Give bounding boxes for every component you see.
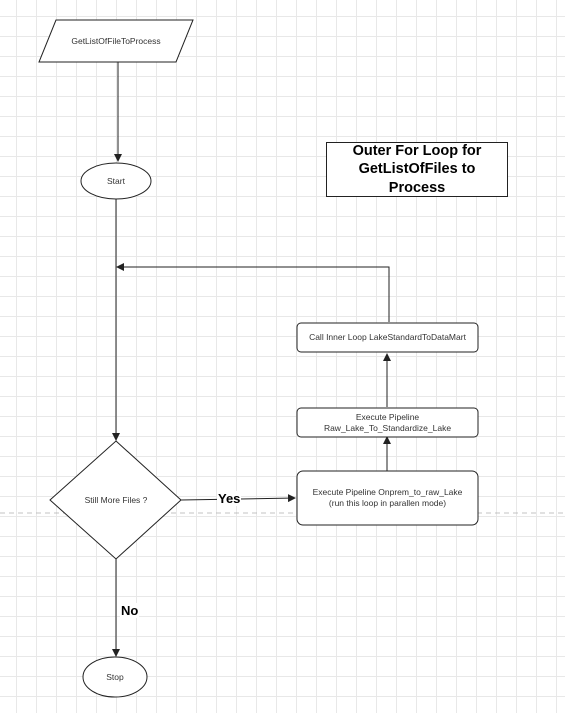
edge-loop-back (116, 263, 390, 322)
no-edge-label: No (120, 603, 140, 618)
title-line-1: Outer For Loop for (352, 143, 482, 160)
decision-label: Still More Files ? (84, 494, 148, 505)
decision-diamond[interactable] (49, 440, 182, 560)
start-label: Start (107, 175, 125, 186)
execute-raw-rect[interactable] (296, 407, 479, 438)
execute-onprem-line2: (run this loop in parallen mode) (328, 498, 447, 508)
stop-label: Stop (106, 671, 124, 682)
title-line-2: GetListOfFiles to (358, 161, 476, 178)
stop-ellipse[interactable] (82, 656, 148, 698)
execute-onprem-line1: Execute Pipeline Onprem_to_raw_Lake (312, 487, 463, 498)
execute-onprem-rect[interactable] (296, 470, 479, 526)
call-inner-label: Call Inner Loop LakeStandardToDataMart (309, 332, 466, 343)
execute-onprem-label: Execute Pipeline Onprem_to_raw_Lake (run… (297, 471, 478, 525)
call-inner-rect[interactable] (296, 322, 479, 353)
outer-loop-title-box: Outer For Loop for GetListOfFiles to Pro… (326, 142, 508, 197)
start-ellipse[interactable] (80, 162, 152, 200)
getlist-label: GetListOfFileToProcess (71, 35, 161, 46)
getlist-parallelogram[interactable] (38, 19, 194, 63)
execute-raw-line2: Raw_Lake_To_Standardize_Lake (323, 422, 452, 433)
execute-raw-line1: Execute Pipeline (355, 411, 420, 422)
yes-edge-label: Yes (217, 491, 242, 506)
execute-raw-label: Execute Pipeline Raw_Lake_To_Standardize… (297, 408, 478, 437)
title-line-3: Process (388, 179, 446, 196)
